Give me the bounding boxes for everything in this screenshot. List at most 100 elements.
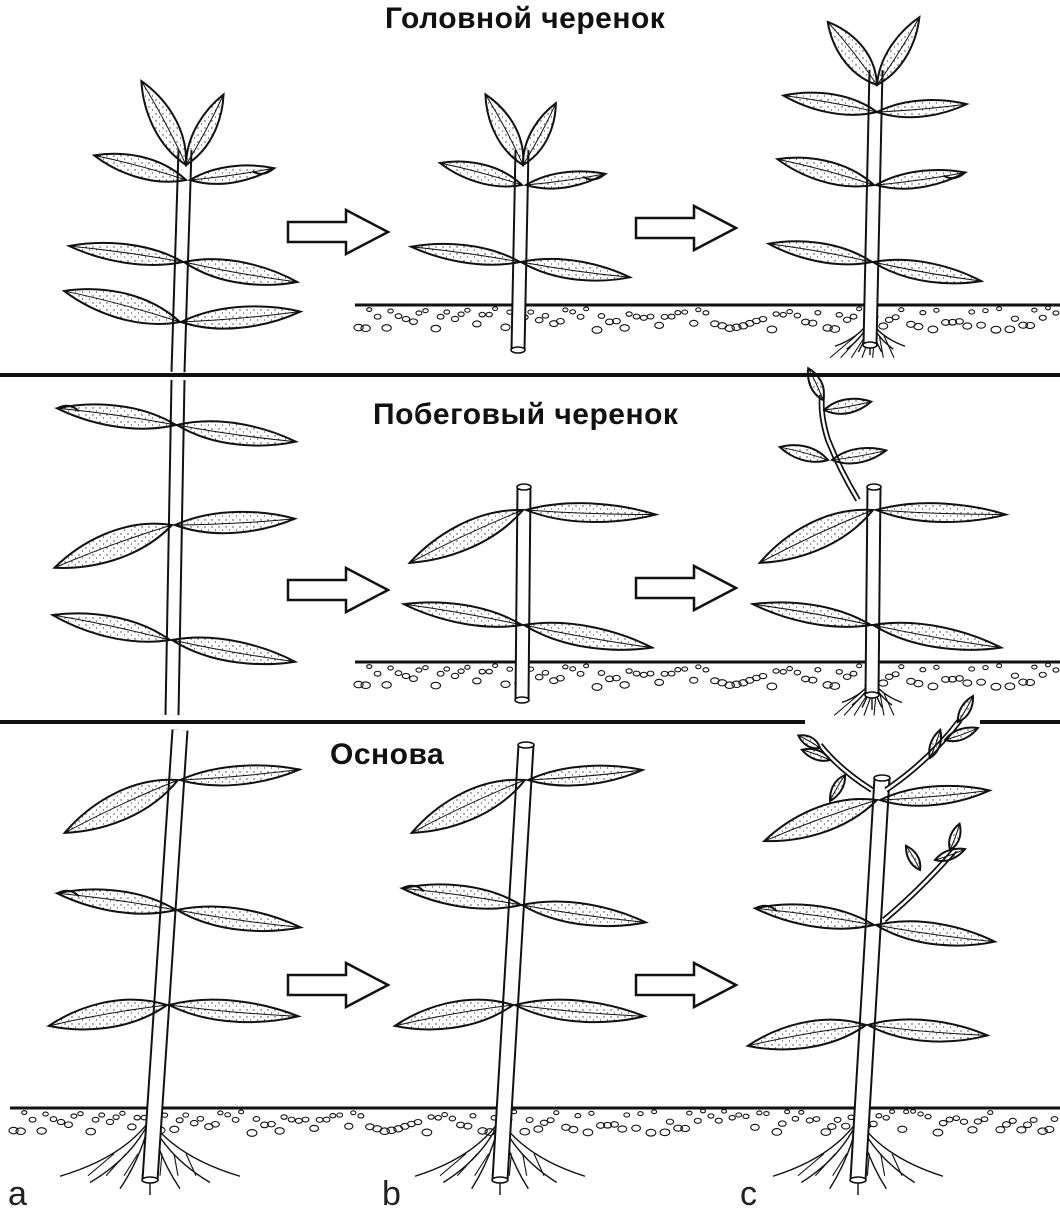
soil-pebble [899,665,904,669]
soil-pebble [946,1117,953,1122]
soil-pebble [501,681,510,687]
soil-pebble [764,1112,769,1116]
soil-pebble [934,665,939,669]
soil-pebble [828,1124,836,1130]
soil-pebble [37,1128,46,1134]
soil-pebble [879,680,888,686]
arrow [288,210,388,254]
root-branch [534,1154,544,1176]
soil-pebble [675,311,681,315]
soil-pebble [1032,308,1037,312]
soil-pebble [991,326,1001,333]
soil-pebble [792,1116,799,1121]
soil-pebble [470,1114,476,1118]
soil-pebble [535,317,543,322]
soil-pebble [1011,316,1018,321]
leaf [783,93,877,115]
soil-pebble [977,679,986,685]
stem-fill [518,150,522,350]
arrow [288,568,388,612]
soil-pebble [933,1129,943,1136]
soil-pebble [589,1111,594,1115]
soil-pebble [50,1117,57,1122]
cut-end [515,697,529,703]
column-label-b: b [382,1175,401,1214]
soil-pebble [486,669,492,674]
soil-pebble [535,674,543,679]
soil-pebble [815,668,821,672]
soil-pebble [794,313,801,318]
soil-pebble [465,665,470,669]
soil-pebble [1051,1117,1058,1122]
cut-end [142,1177,158,1183]
leaf [180,765,300,785]
leaf [524,623,652,650]
soil-pebble [275,1128,284,1134]
soil-pebble [646,1129,656,1136]
soil-pebble [134,1115,140,1120]
soil-pebble [883,1116,889,1121]
leaf [526,503,656,522]
leaf [523,103,556,165]
soil-pebble [239,1110,244,1114]
soil-pebble [767,683,777,690]
soil-pebble [176,1118,183,1123]
new-branch-outline [886,720,960,790]
root [150,1120,240,1176]
root-branch [160,1154,162,1176]
soil-pebble [918,1112,923,1116]
soil-pebble [592,327,602,334]
soil-pebble [120,1111,125,1115]
soil-pebble [701,1109,706,1113]
root [415,1120,500,1176]
soil-pebble [813,1117,820,1122]
soil-pebble [528,310,534,314]
soil-pebble [190,1120,198,1125]
leaf [873,623,1001,650]
leaf [873,260,981,283]
soil-pebble [570,310,576,314]
soil-pebble [598,671,605,676]
soil-pebble [367,665,372,669]
soil-pebble [696,308,701,312]
soil-pebble [780,669,786,674]
soil-pebble [759,316,766,321]
soil-pebble [821,1129,831,1136]
soil-pebble [507,667,513,671]
soil-pebble [703,668,709,672]
soil-pebble [302,1117,309,1122]
soil-pebble [904,1110,909,1114]
leaf [877,17,919,85]
arrow [288,963,388,1007]
soil-pebble [451,673,458,678]
soil-pebble [428,1115,434,1119]
soil-pebble [225,1113,231,1117]
leaf [395,1000,513,1030]
soil-pebble [920,311,926,315]
soil-pebble [197,1116,204,1121]
soil-pebble [367,308,372,312]
leaf [169,1000,299,1022]
soil-pebble [787,667,793,671]
root [60,1120,150,1176]
soil-pebble [1046,663,1051,667]
soil-pebble [170,1126,179,1132]
leaf [69,243,183,265]
soil-pebble [953,1116,959,1121]
soil-pebble [316,1117,323,1122]
leaf [412,780,525,833]
arrow [636,566,736,610]
soil-pebble [977,322,986,328]
soil-pebble [554,1111,559,1115]
soil-pebble [736,1113,742,1117]
leaf [769,241,872,264]
leaf [880,786,990,806]
leaf [515,1000,645,1022]
soil-pebble [842,1123,850,1129]
soil-pebble [431,325,440,332]
soil-pebble [997,664,1002,668]
soil-pebble [996,1127,1005,1133]
soil-pebble [981,1117,988,1122]
soil-pebble [725,682,734,689]
soil-pebble [690,677,698,683]
